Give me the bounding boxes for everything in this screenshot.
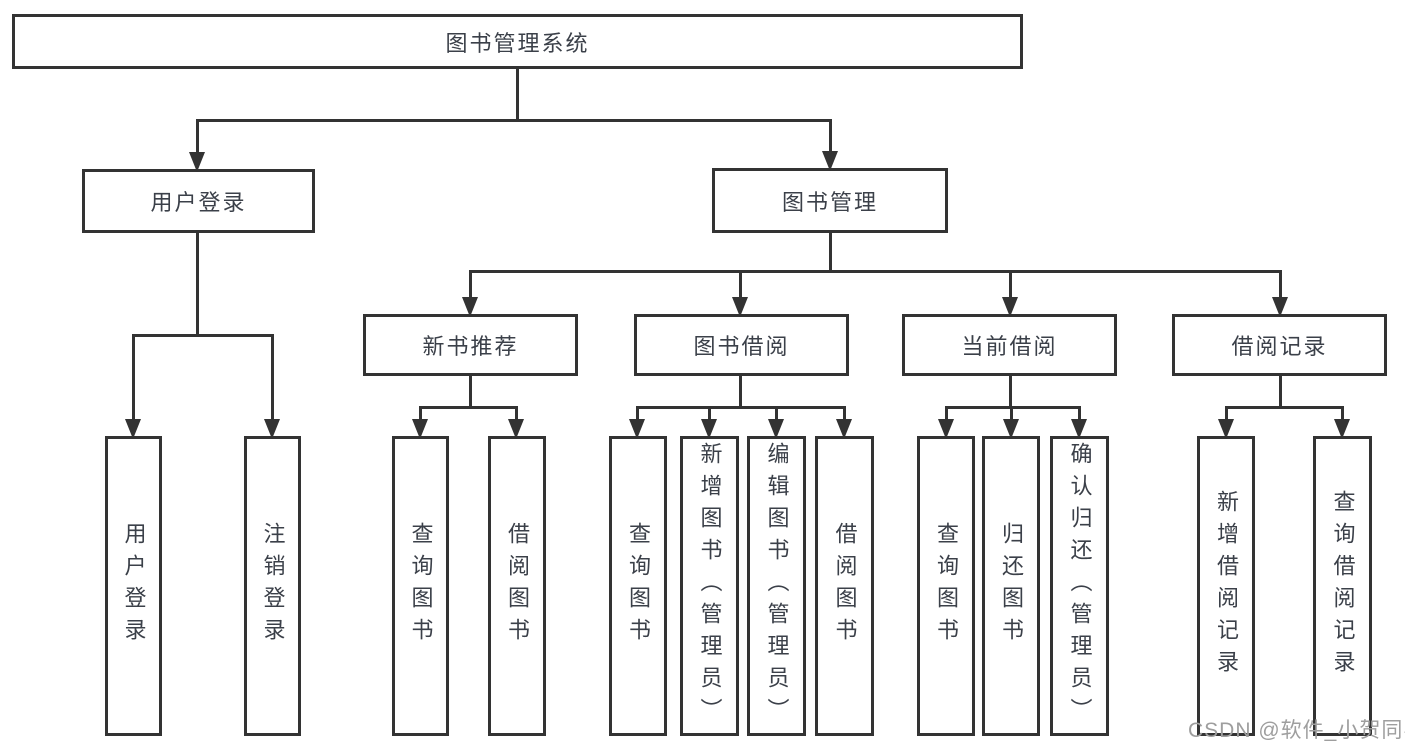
arrowhead-down-icon [701,419,717,439]
arrow-shaft [843,406,846,423]
arrow-shaft [419,406,422,423]
arrow-shaft [1279,270,1282,301]
leaf-logout: 注销登录 [244,436,301,736]
arrow-shaft [739,270,742,301]
arrowhead-down-icon [1334,419,1350,439]
arrow-shaft [1225,406,1228,423]
node-new-books: 新书推荐 [363,314,578,376]
arrowhead-down-icon [264,419,280,439]
arrowhead-down-icon [508,419,524,439]
leaf-records-query: 查询借阅记录 [1313,436,1372,736]
arrowhead-down-icon [1003,419,1019,439]
connector-hline [469,270,1281,273]
arrowhead-down-icon [938,419,954,439]
leaf-borrow-add-admin: 新增图书（管理员） [680,436,739,736]
arrow-shaft [1009,270,1012,301]
connector-vline [469,376,472,409]
arrowhead-down-icon [1218,419,1234,439]
arrow-shaft [1078,406,1081,423]
arrow-shaft [1010,406,1013,423]
arrowhead-down-icon [732,297,748,317]
connector-vline [1279,376,1282,409]
node-user-login: 用户登录 [82,169,315,233]
arrowhead-down-icon [1002,297,1018,317]
node-book-mgmt: 图书管理 [712,168,948,233]
arrow-shaft [775,406,778,423]
connector-vline [516,68,519,121]
watermark-text: CSDN @软件_小贺同学 [1188,719,1405,742]
leaf-user-login: 用户登录 [105,436,162,736]
arrowhead-down-icon [125,419,141,439]
node-root: 图书管理系统 [12,14,1023,69]
arrow-shaft [1341,406,1344,423]
arrow-shaft [515,406,518,423]
arrowhead-down-icon [1272,297,1288,317]
node-book-borrow: 图书借阅 [634,314,849,376]
leaf-current-query: 查询图书 [917,436,975,736]
arrow-shaft [196,119,199,156]
arrowhead-down-icon [462,297,478,317]
connector-hline [636,406,845,409]
arrow-shaft [271,334,274,423]
leaf-borrow-edit-admin: 编辑图书（管理员） [747,436,806,736]
arrow-shaft [469,270,472,301]
leaf-borrow-query: 查询图书 [609,436,667,736]
arrowhead-down-icon [189,152,205,172]
arrowhead-down-icon [822,151,838,171]
arrowhead-down-icon [629,419,645,439]
leaf-newbooks-borrow: 借阅图书 [488,436,546,736]
arrow-shaft [945,406,948,423]
arrow-shaft [132,334,135,423]
connector-hline [196,119,832,122]
connector-hline [1225,406,1343,409]
leaf-newbooks-query: 查询图书 [392,436,449,736]
connector-vline [1009,376,1012,409]
arrowhead-down-icon [836,419,852,439]
leaf-borrow-book: 借阅图书 [815,436,874,736]
connector-hline [419,406,518,409]
arrowhead-down-icon [412,419,428,439]
connector-vline [829,233,832,272]
node-borrow-records: 借阅记录 [1172,314,1387,376]
leaf-current-confirm-admin: 确认归还（管理员） [1050,436,1109,736]
arrow-shaft [829,119,832,155]
connector-vline [196,233,199,336]
arrow-shaft [636,406,639,423]
arrowhead-down-icon [1071,419,1087,439]
connector-hline [132,334,274,337]
node-current-borrow: 当前借阅 [902,314,1117,376]
leaf-records-add: 新增借阅记录 [1197,436,1255,736]
connector-vline [739,376,742,409]
leaf-current-return: 归还图书 [982,436,1040,736]
arrowhead-down-icon [768,419,784,439]
arrow-shaft [708,406,711,423]
